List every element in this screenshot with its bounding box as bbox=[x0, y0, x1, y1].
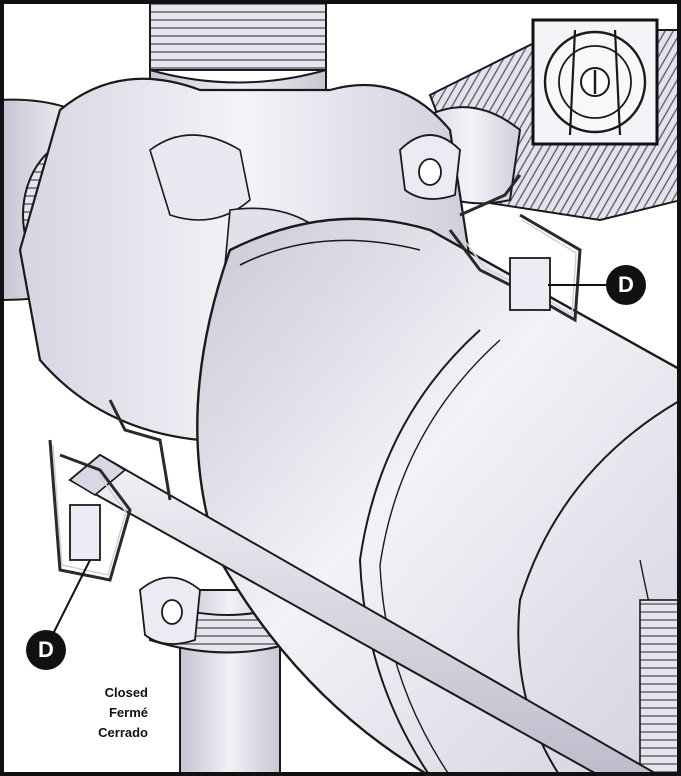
inset-detail bbox=[531, 18, 659, 146]
callout-badge-left: D bbox=[26, 630, 66, 670]
callout-label-left: D bbox=[38, 637, 54, 662]
caption-french: Fermé bbox=[108, 705, 148, 720]
callout-label-right: D bbox=[618, 272, 634, 297]
caption-spanish: Cerrado bbox=[98, 725, 148, 740]
caption-english: Closed bbox=[104, 685, 148, 700]
left-retaining-clip bbox=[48, 399, 172, 637]
right-retaining-clip bbox=[448, 174, 606, 323]
callout-badge-right: D bbox=[606, 265, 646, 305]
screwdriver-rod bbox=[68, 453, 656, 772]
cartridge-cylinder bbox=[196, 217, 677, 772]
closed-state-caption: Closed Fermé Cerrado bbox=[20, 683, 148, 743]
